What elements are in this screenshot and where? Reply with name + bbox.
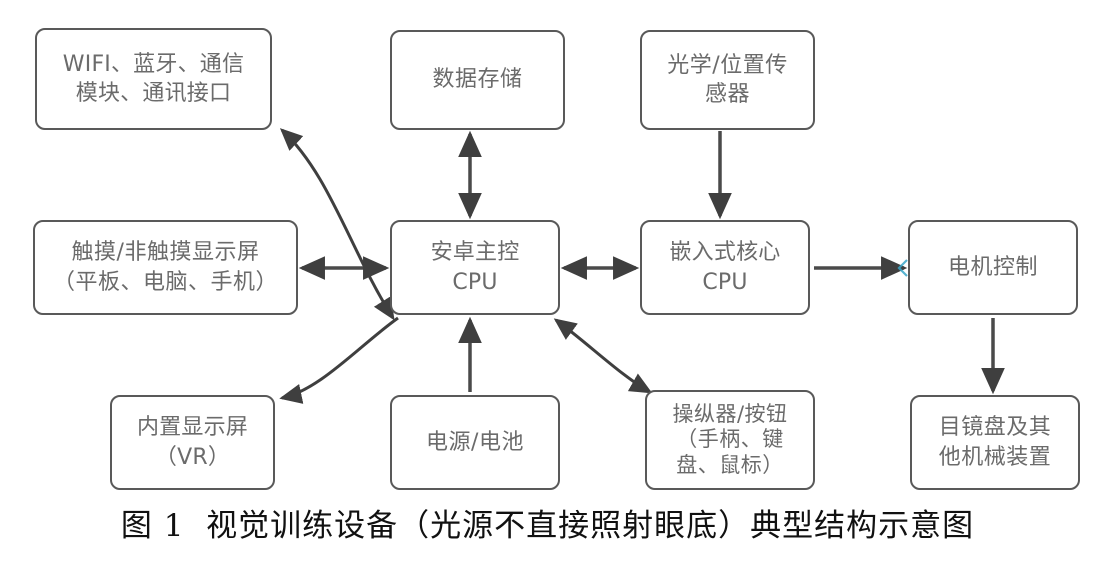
node-touch-display[interactable]: 触摸/非触摸显示屏 （平板、电脑、手机） (33, 220, 298, 315)
motor-arrow-accent-artifact (897, 259, 908, 277)
node-motor-control[interactable]: 电机控制 (908, 220, 1078, 315)
node-builtin-vr-display[interactable]: 内置显示屏 （VR） (110, 395, 275, 490)
connector-cpu-communication (279, 128, 395, 321)
node-optical-position-sensor[interactable]: 光学/位置传 感器 (640, 30, 815, 130)
node-controller-buttons[interactable]: 操纵器/按钮 （手柄、键 盘、鼠标） (645, 390, 815, 490)
node-android-main-cpu[interactable]: 安卓主控 CPU (390, 220, 560, 315)
node-data-storage[interactable]: 数据存储 (390, 30, 565, 130)
node-eyepiece-mechanics[interactable]: 目镜盘及其 他机械装置 (910, 395, 1080, 490)
node-communication-module[interactable]: WIFI、蓝牙、通信 模块、通讯接口 (35, 28, 272, 130)
connector-cpu-vr-display (279, 316, 399, 404)
node-power-battery[interactable]: 电源/电池 (390, 395, 560, 490)
connector-cpu-controller (553, 318, 653, 394)
node-embedded-core-cpu[interactable]: 嵌入式核心 CPU (640, 220, 810, 315)
figure-caption: 图 1 视觉训练设备（光源不直接照射眼底）典型结构示意图 (120, 508, 975, 544)
